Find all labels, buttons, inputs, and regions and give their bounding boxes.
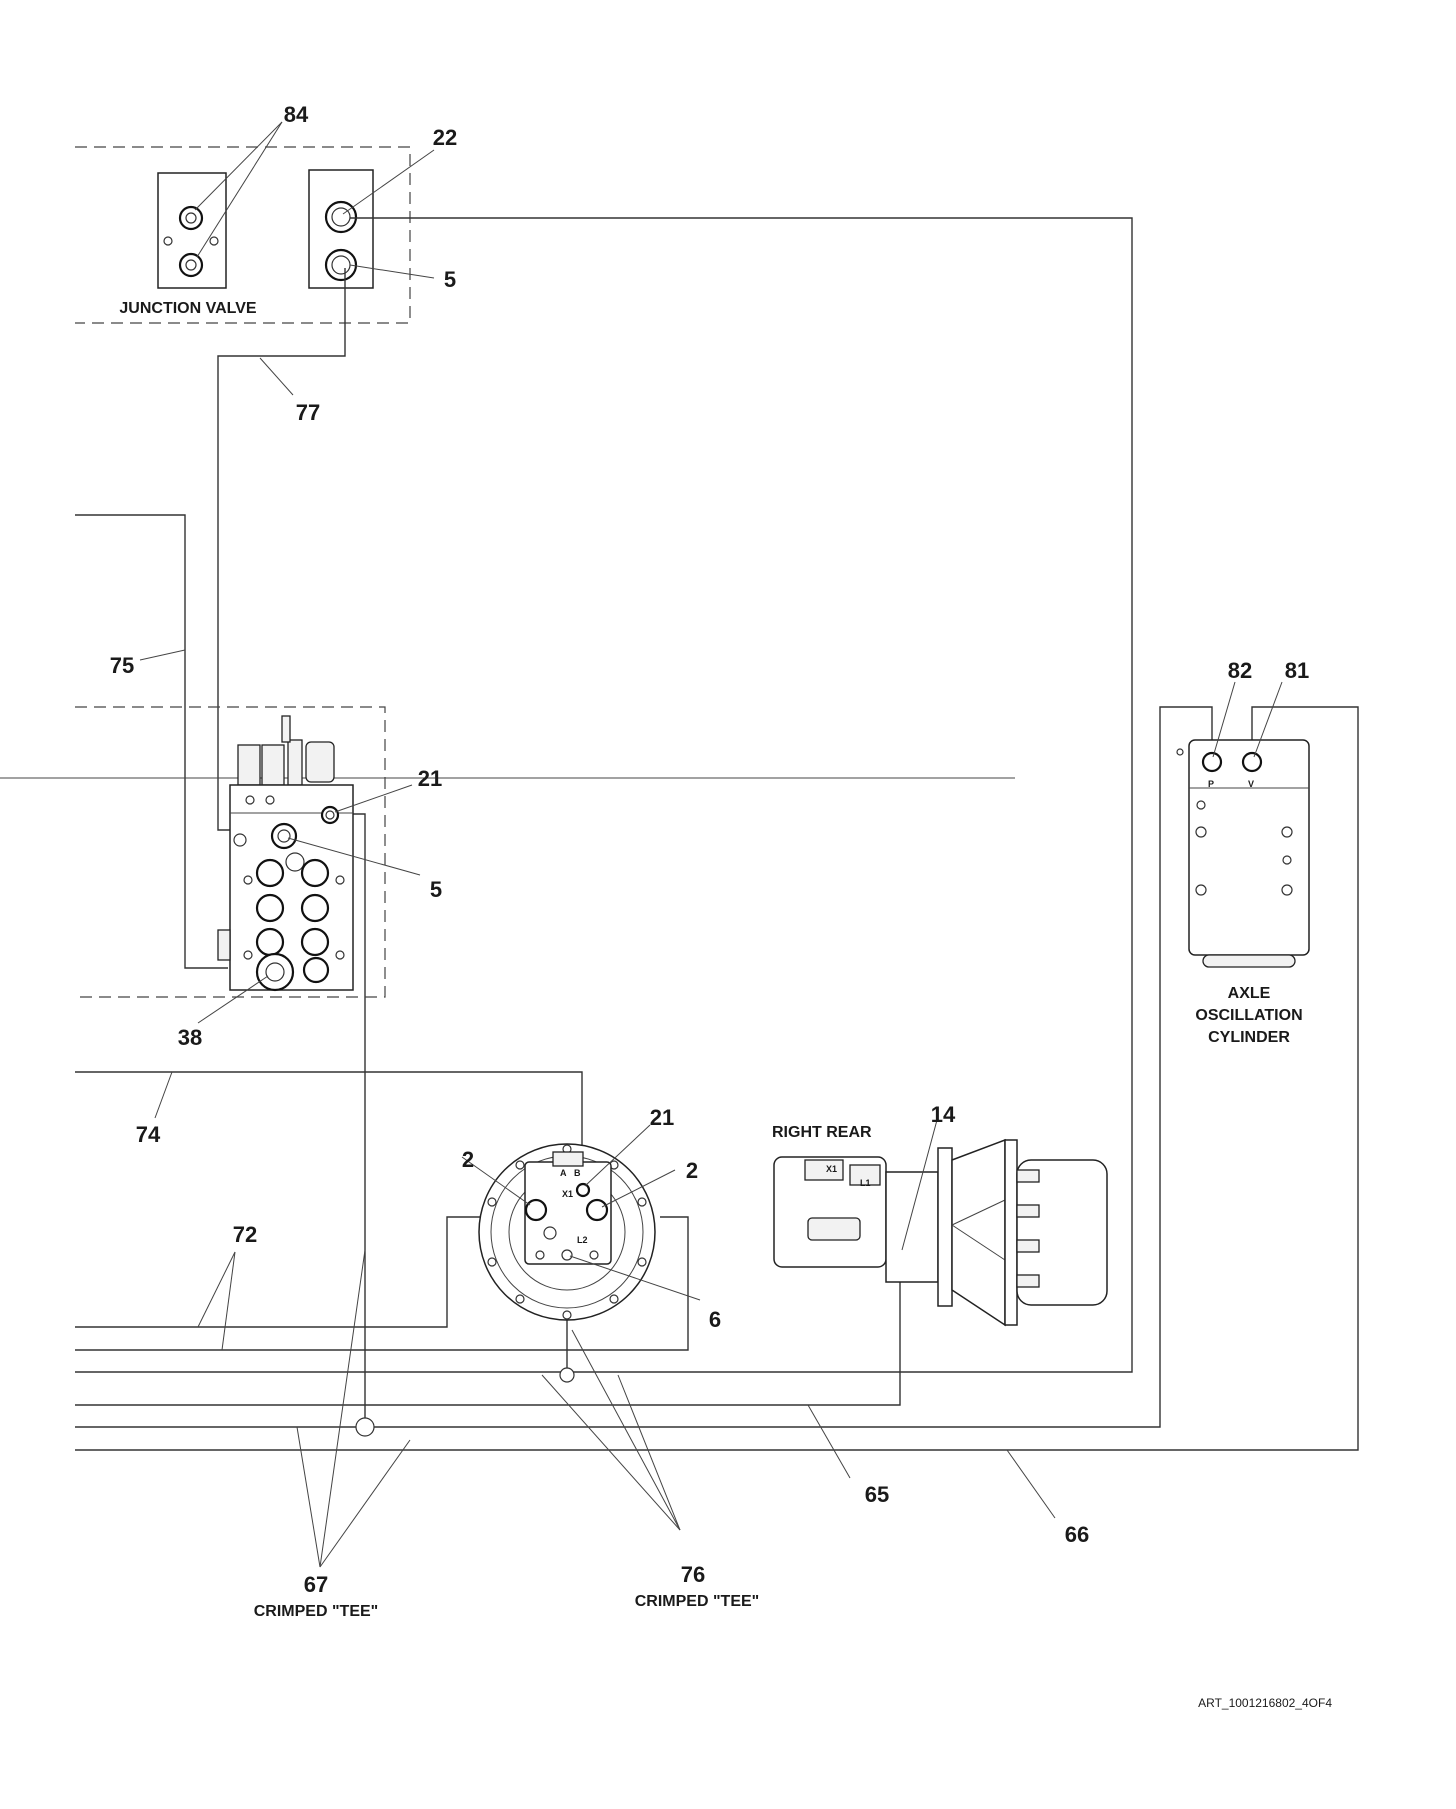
hose-66	[75, 706, 1359, 1451]
callout-2-right: 2	[686, 1158, 698, 1183]
callout-5-top: 5	[444, 267, 456, 292]
hose-74	[75, 1071, 583, 1152]
callout-21-motor: 21	[650, 1105, 674, 1130]
callout-67: 67	[304, 1572, 328, 1597]
leader-lines	[139, 121, 1283, 1568]
callout-76: 76	[681, 1562, 705, 1587]
hose-lines	[0, 217, 1359, 1451]
axle-label-line3: CYLINDER	[1208, 1029, 1290, 1046]
art-number: ART_1001216802_4OF4	[1198, 1696, 1332, 1710]
callout-81: 81	[1285, 658, 1309, 683]
hose-72b	[75, 1216, 689, 1351]
right-rear-label: RIGHT REAR	[772, 1124, 872, 1141]
callout-21-valve: 21	[418, 766, 442, 791]
hose-75	[75, 514, 228, 969]
control-valve-dashed-boundary	[75, 706, 386, 998]
port-mark-L2: L2	[577, 1235, 588, 1245]
callout-65: 65	[865, 1482, 889, 1507]
drive-motor-center: A B X1 L2	[478, 1143, 656, 1321]
rr-port-L1: L1	[860, 1178, 871, 1188]
port-mark-P: P	[1208, 779, 1214, 789]
port-mark-X1: X1	[562, 1189, 573, 1199]
axle-oscillation-cylinder: P V AXLE OSCILLATION CYLINDER	[1176, 739, 1310, 1046]
crimped-tee-67-label: CRIMPED "TEE"	[254, 1603, 379, 1620]
hose-82	[75, 706, 1213, 1428]
callout-75: 75	[110, 653, 134, 678]
port-mark-A: A	[560, 1168, 567, 1178]
axle-label-line1: AXLE	[1228, 985, 1271, 1002]
crimped-tee-76-label: CRIMPED "TEE"	[635, 1593, 760, 1610]
hose-line-22	[75, 217, 1133, 1373]
callout-72: 72	[233, 1222, 257, 1247]
junction-valve-label: JUNCTION VALVE	[119, 300, 257, 317]
callout-84: 84	[284, 102, 309, 127]
axle-cylinder-body	[1188, 739, 1310, 956]
hose-65	[75, 1255, 901, 1406]
port-mark-B: B	[574, 1168, 581, 1178]
port-mark-V: V	[1248, 779, 1254, 789]
control-valve-assembly	[75, 706, 386, 998]
callout-77: 77	[296, 400, 320, 425]
callout-66: 66	[1065, 1522, 1089, 1547]
junction-valve-dashed-boundary	[75, 146, 411, 324]
callout-2-left: 2	[462, 1147, 474, 1172]
callout-6: 6	[709, 1307, 721, 1332]
axle-label-line2: OSCILLATION	[1195, 1007, 1302, 1024]
crimped-tee-76	[559, 1367, 575, 1383]
callout-74: 74	[136, 1122, 161, 1147]
crimped-tee-67	[355, 1417, 375, 1437]
junction-valve-assembly: JUNCTION VALVE	[75, 146, 411, 324]
callout-22: 22	[433, 125, 457, 150]
hose-72a	[75, 1216, 540, 1328]
callout-numbers: 84 22 5 77 75 21 5 38 74 21 2 2 14 72 6 …	[110, 102, 1309, 1597]
callout-14: 14	[931, 1102, 956, 1127]
callout-38: 38	[178, 1025, 202, 1050]
callout-5-valve: 5	[430, 877, 442, 902]
right-rear-motor: RIGHT REAR X1 L1	[772, 1124, 1108, 1327]
rr-port-X1: X1	[826, 1164, 837, 1174]
callout-82: 82	[1228, 658, 1252, 683]
